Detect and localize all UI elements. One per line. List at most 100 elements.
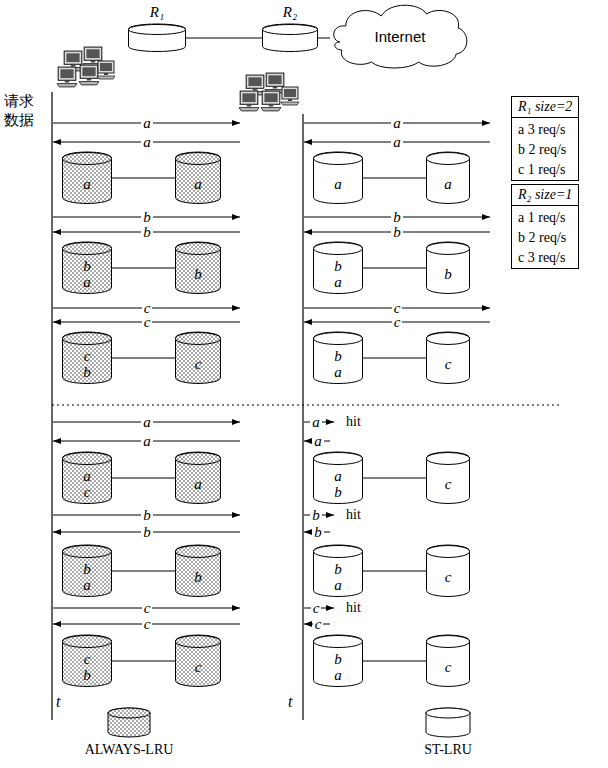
cached-items: c (442, 569, 454, 586)
legend-cylinder-hatched (108, 708, 150, 737)
cylinder-content: b (175, 557, 221, 597)
cylinder-content: b a (313, 344, 363, 384)
computer-icon (57, 67, 77, 87)
cached-items: c (442, 476, 454, 493)
cached-items: b (192, 569, 204, 586)
cylinder-top (427, 153, 470, 165)
cache-cylinder: b a (313, 635, 363, 687)
link-line (363, 358, 426, 359)
cylinder-body (129, 24, 186, 51)
legend-label: ST-LRU (424, 742, 472, 759)
cached-items: b (192, 266, 204, 283)
router-cylinder: R₁ (128, 24, 186, 52)
router-cylinder: R₂ (262, 24, 318, 52)
cloud-shape (334, 5, 467, 68)
cached-items: a c (81, 468, 93, 501)
cylinder-top (314, 546, 363, 558)
cached-items: b a (81, 258, 93, 291)
cylinder-top (176, 453, 221, 465)
cylinder-top (427, 546, 470, 558)
cylinder-body (314, 635, 363, 687)
data-item-label: b (312, 525, 324, 540)
link-line (363, 661, 426, 662)
cylinder-body (427, 242, 470, 294)
cylinder-top (63, 453, 112, 465)
cache-cylinder: c b (62, 332, 112, 384)
cached-items: c b (81, 348, 93, 381)
cylinder-top (176, 153, 221, 165)
cylinder-content: b (175, 254, 221, 294)
cache-cylinder: c (175, 635, 221, 687)
cylinder-body (63, 452, 112, 504)
legend-cylinder-plain (426, 708, 470, 737)
cached-items: a (332, 176, 344, 193)
cache-cylinder: a (175, 452, 221, 504)
cache-cylinder: a c (62, 452, 112, 504)
cylinder-body (63, 242, 112, 294)
cylinder-content: b a (62, 557, 112, 597)
computer-group (239, 73, 299, 111)
cylinder-content: a (313, 164, 363, 204)
data-item-label: c (142, 315, 153, 330)
request-rate-table: R₂ size=1a 1 req/sb 2 req/sc 3 req/s (511, 184, 579, 269)
computer-icon (97, 61, 115, 79)
cylinder-body (427, 635, 470, 687)
cylinder-body (314, 545, 363, 597)
cylinder-top (314, 243, 363, 255)
cache-cylinder: c (426, 332, 470, 384)
link-line (112, 268, 175, 269)
data-item-label: b (141, 508, 153, 523)
cylinder-top (63, 546, 112, 558)
cache-cylinder: a (175, 152, 221, 204)
data-item-label: c (311, 601, 322, 616)
cylinder-body (427, 152, 470, 204)
cylinder-top (108, 708, 150, 718)
cylinder-content: a (426, 164, 470, 204)
cylinder-content: c (426, 464, 470, 504)
table-row: b 2 req/s (512, 140, 578, 160)
data-item-label: c (142, 601, 153, 616)
cylinder-top (314, 153, 363, 165)
link-line (363, 268, 426, 269)
cache-cylinder: c (175, 332, 221, 384)
cylinder-body (314, 242, 363, 294)
cylinder-top (314, 333, 363, 345)
cylinder-top (129, 25, 186, 35)
computer-group (57, 47, 115, 87)
data-item-label: c (392, 315, 403, 330)
data-item-label: c (142, 301, 153, 316)
cylinder-body (63, 545, 112, 597)
data-item-label: a (391, 135, 403, 150)
axis-title: 请求数据 (4, 92, 36, 130)
link-line (112, 178, 175, 179)
cache-cylinder: c b (62, 635, 112, 687)
cached-items: c (192, 356, 204, 373)
link-line (112, 571, 175, 572)
computer-icon (281, 87, 299, 105)
data-item-label: b (141, 210, 153, 225)
cached-items: b a (332, 651, 344, 684)
data-item-label: b (141, 225, 153, 240)
cached-items: b a (81, 561, 93, 594)
time-axis-label: t (288, 694, 292, 710)
cache-cylinder: c (426, 452, 470, 504)
cylinder-top (63, 636, 112, 648)
data-item-label: b (141, 525, 153, 540)
cylinder-body (176, 152, 221, 204)
cylinder-outline (262, 24, 318, 52)
link-line (112, 661, 175, 662)
link-line (112, 358, 175, 359)
cached-items: b a (332, 348, 344, 381)
router-label: R₁ (128, 4, 186, 21)
cylinder-top (314, 453, 363, 465)
table-row: a 1 req/s (512, 208, 578, 228)
cache-cylinder: a (62, 152, 112, 204)
cache-cylinder: b a (62, 545, 112, 597)
cache-cylinder: b a (313, 332, 363, 384)
cache-cylinder: b a (313, 545, 363, 597)
cylinder-body (426, 708, 470, 737)
cylinder-top (176, 636, 221, 648)
cylinder-top (427, 333, 470, 345)
timeline (302, 114, 303, 720)
